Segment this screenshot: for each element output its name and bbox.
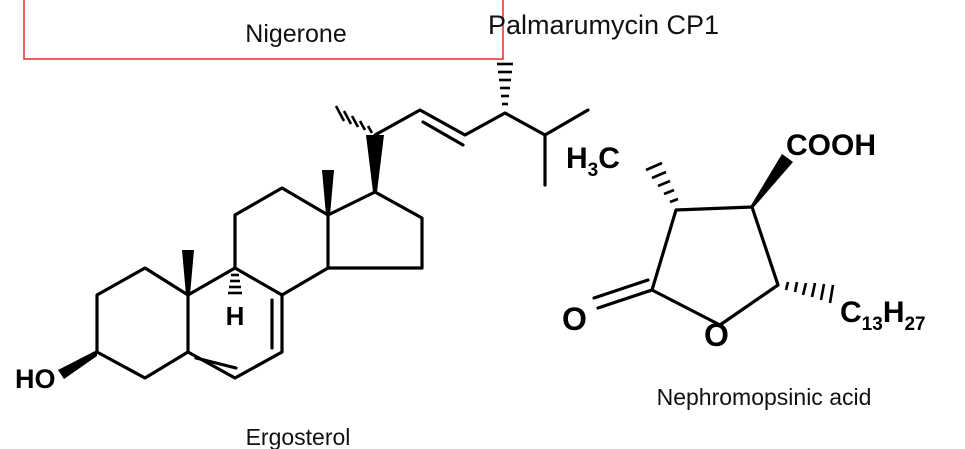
- ergosterol-label: Ergosterol: [246, 424, 351, 449]
- c9-h-hash: [228, 273, 242, 295]
- c3-hydroxyl-wedge: [58, 350, 97, 379]
- ring-oxygen-atom: O: [704, 317, 729, 353]
- c20-methyl-hash: [334, 105, 374, 134]
- methyl-hash: [645, 161, 679, 204]
- carboxyl-wedge: [750, 154, 793, 207]
- c13-methyl-wedge: [322, 170, 334, 215]
- ergosterol-ho-atom: HO: [15, 364, 56, 394]
- c24-methyl-hash: [497, 62, 513, 106]
- c13h27-group: C13H27: [840, 296, 926, 335]
- c17-sidechain-wedge: [366, 135, 384, 192]
- ergosterol-structure: H HO: [15, 62, 590, 394]
- nigerone-highlight-box: [23, 0, 504, 60]
- nigerone-label: Nigerone: [245, 20, 346, 48]
- nephromopsinic-acid-label: Nephromopsinic acid: [657, 384, 872, 410]
- cooh-group: COOH: [786, 129, 876, 162]
- alkyl-chain-hash: [784, 281, 835, 304]
- ergosterol-h-atom: H: [226, 301, 245, 331]
- h3c-group: H3C: [566, 142, 620, 181]
- nephromopsinic-acid-structure: H3C COOH O O C13H27: [562, 129, 926, 353]
- palmarumycin-label: Palmarumycin CP1: [488, 10, 719, 40]
- carbonyl-oxygen-atom: O: [562, 301, 587, 337]
- c10-methyl-wedge: [182, 250, 194, 295]
